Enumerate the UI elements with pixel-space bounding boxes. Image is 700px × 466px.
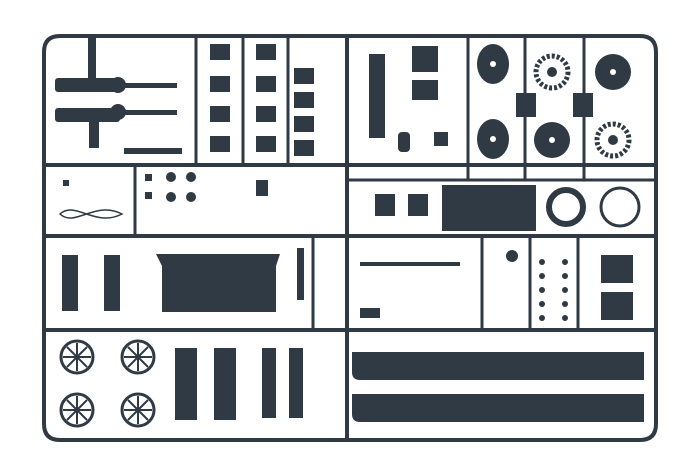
hatch-plates xyxy=(210,44,314,156)
engine-deck-parts xyxy=(375,185,536,231)
road-wheels xyxy=(59,339,156,428)
tire-rings xyxy=(546,186,641,228)
gun-assembly-parts xyxy=(55,38,182,154)
fender-parts xyxy=(175,348,303,420)
hull-small-parts xyxy=(369,46,448,152)
idler-discs xyxy=(477,44,509,159)
track-runs xyxy=(352,352,644,422)
side-panels xyxy=(62,248,304,312)
wire-cable-part xyxy=(58,209,124,219)
misc-fittings xyxy=(360,250,633,320)
track-pin-grid xyxy=(539,259,568,321)
small-fittings xyxy=(63,172,268,202)
drive-sprockets xyxy=(516,53,632,159)
